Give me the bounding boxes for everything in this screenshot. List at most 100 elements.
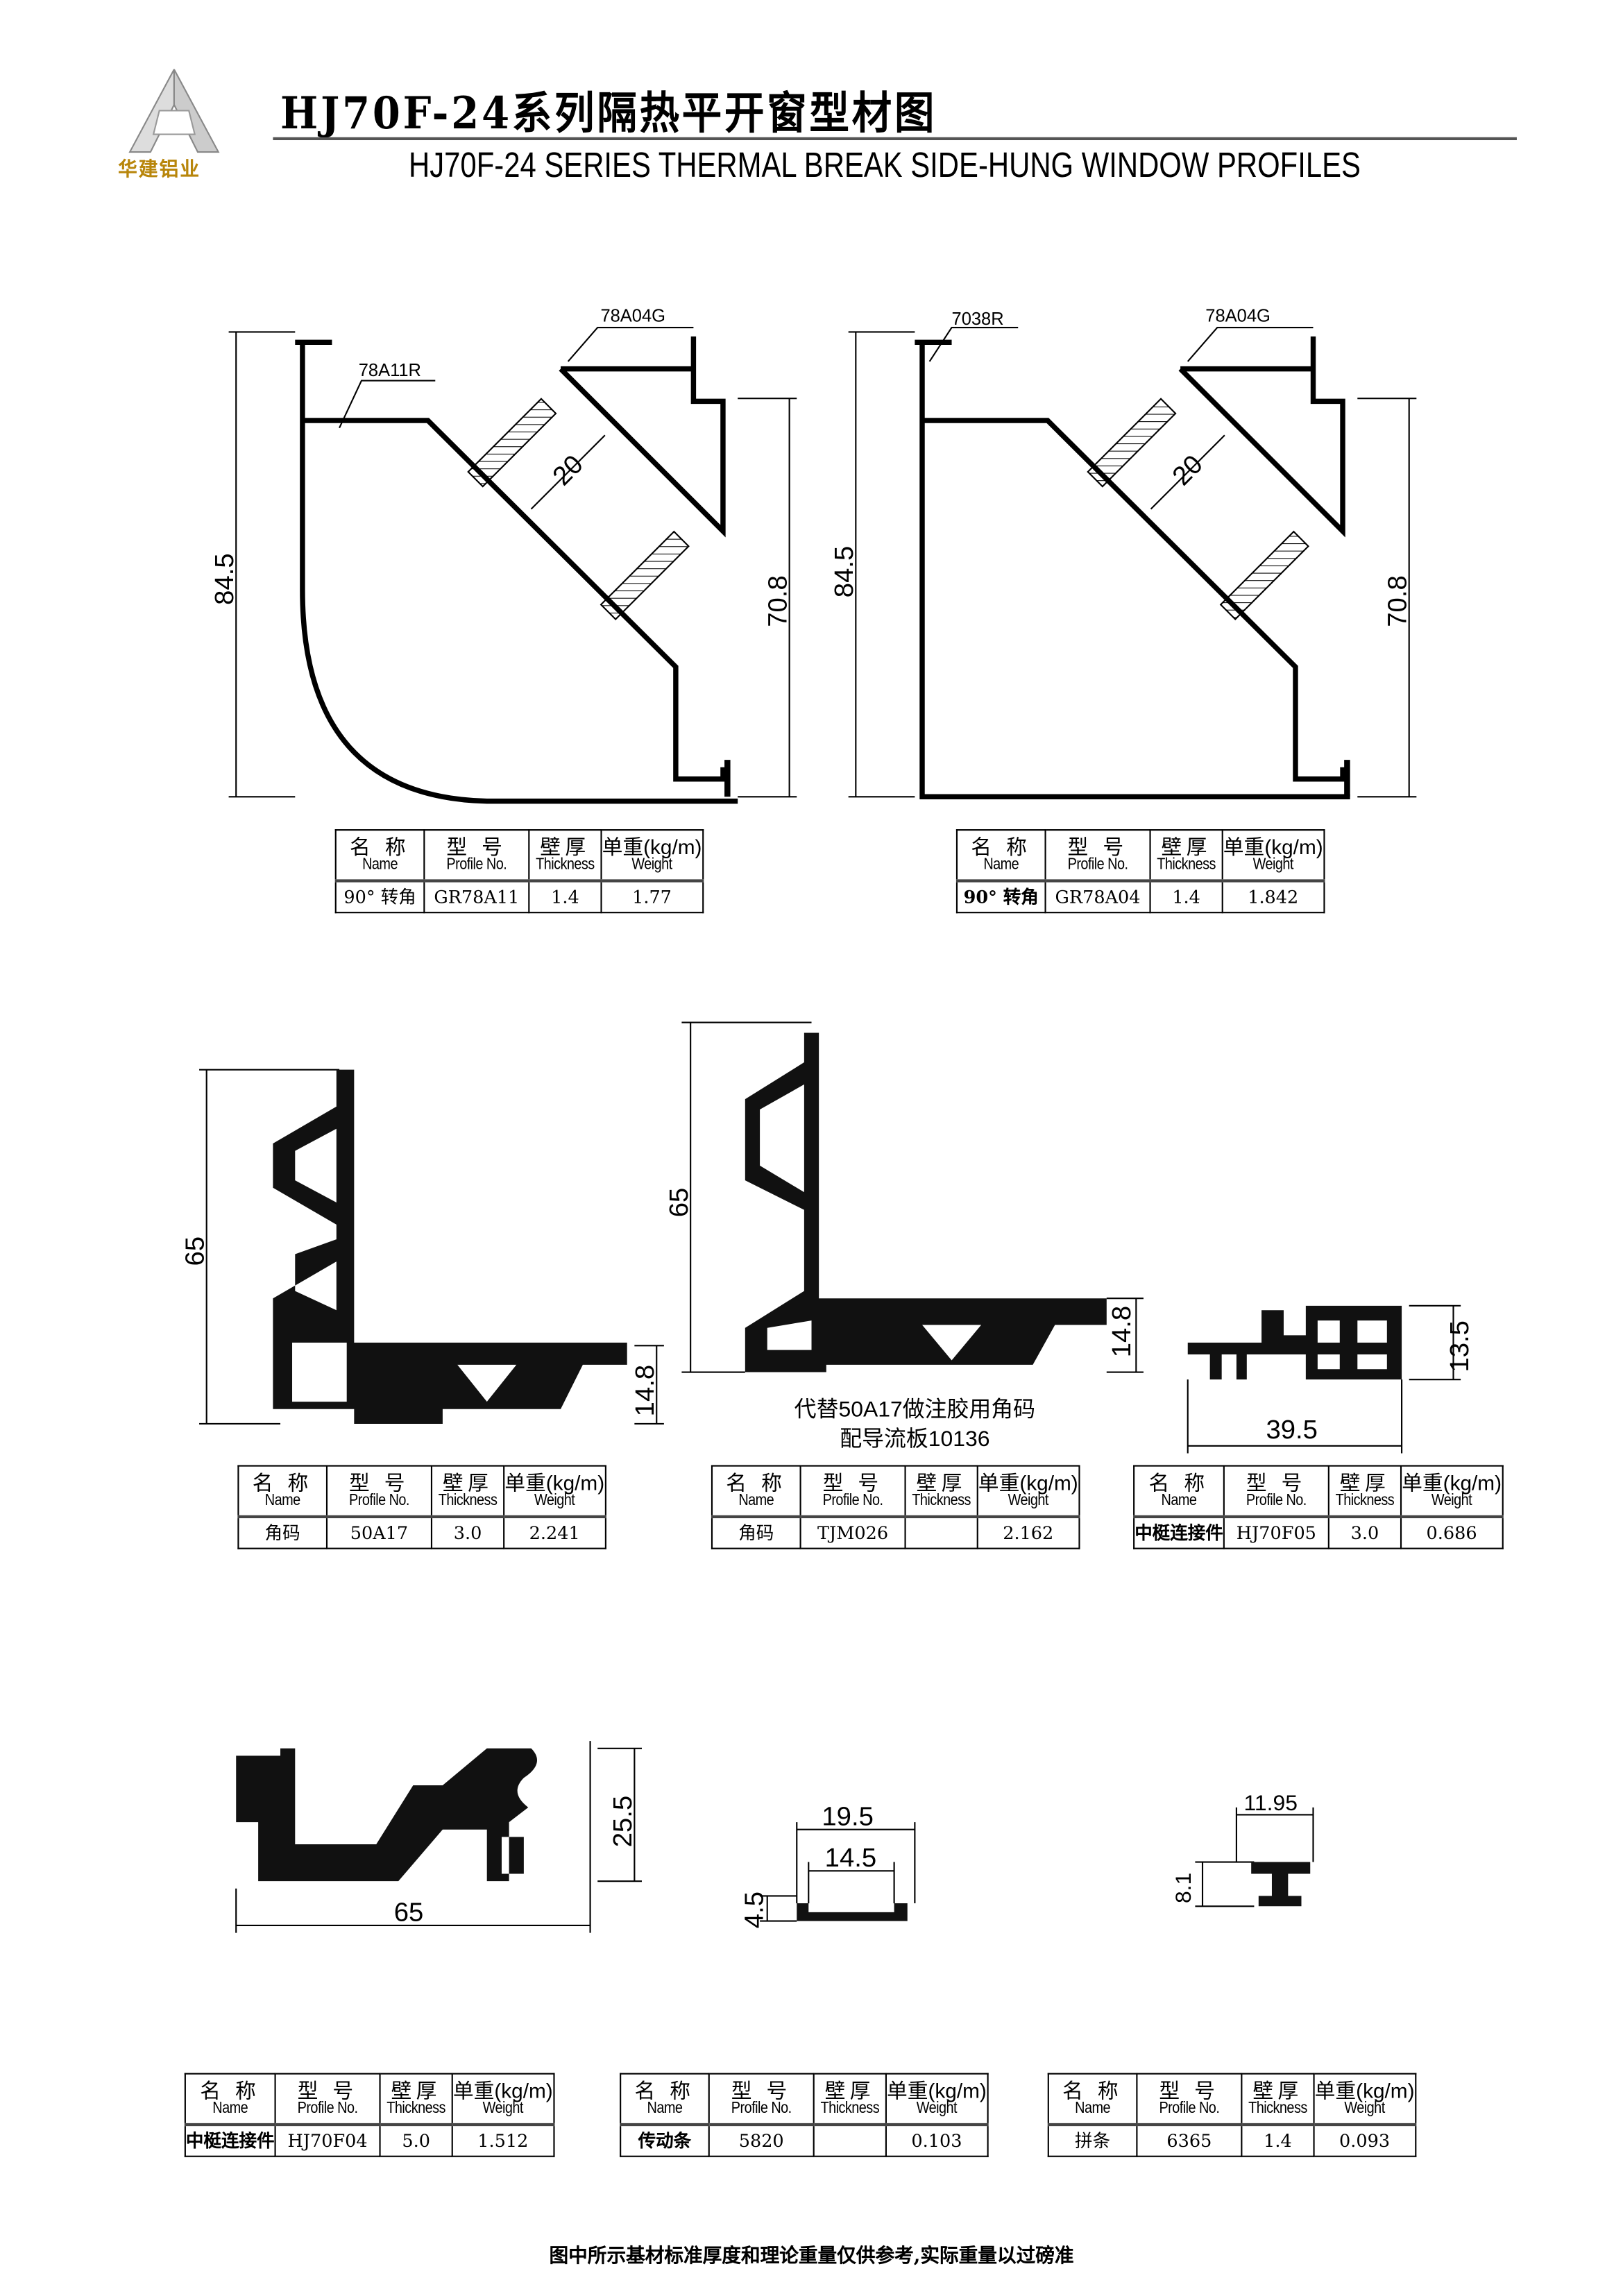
dim-label: 19.5 <box>822 1801 873 1831</box>
profile-50a17-drawing <box>273 1069 627 1424</box>
cell-weight: 2.241 <box>503 1515 606 1549</box>
cell-name: 90° 转角 <box>334 880 425 914</box>
profile-6365-drawing <box>1251 1862 1311 1907</box>
dim-label: 25.5 <box>608 1796 638 1847</box>
header-weight: 单重(kg/m)Weight <box>976 1465 1080 1519</box>
dim-label: 11.95 <box>1244 1790 1298 1815</box>
profile-hj70f05-drawing <box>1187 1305 1402 1380</box>
dim-label: 20 <box>1166 450 1209 492</box>
header-weight: 单重(kg/m)Weight <box>1313 2073 1416 2127</box>
cell-weight: 2.162 <box>976 1515 1080 1549</box>
cell-profile-no: 5820 <box>708 2123 815 2157</box>
page-title-en: HJ70F-24 SERIES THERMAL BREAK SIDE-HUNG … <box>409 146 1361 186</box>
dim-label: 13.5 <box>1445 1320 1475 1372</box>
cell-thickness: 1.4 <box>1149 880 1223 914</box>
footer-note: 图中所示基材标准厚度和理论重量仅供参考,实际重量以过磅准 <box>549 2245 1074 2268</box>
cell-thickness: 1.4 <box>528 880 602 914</box>
header-weight: 单重(kg/m)Weight <box>885 2073 988 2127</box>
dim-label: 84.5 <box>210 553 239 604</box>
cell-weight: 0.103 <box>885 2123 988 2157</box>
header-weight: 单重(kg/m)Weight <box>451 2073 554 2127</box>
company-logo-icon <box>128 69 220 153</box>
tjm026-note: 代替50A17做注胶用角码 配导流板10136 <box>738 1396 1091 1455</box>
cell-weight: 1.77 <box>600 880 704 914</box>
cell-profile-no: TJM026 <box>799 1515 906 1549</box>
dim-label: 14.8 <box>630 1365 660 1416</box>
cell-name: 拼条 <box>1047 2123 1138 2157</box>
cell-thickness: 5.0 <box>379 2123 453 2157</box>
dim-label: 70.8 <box>1382 575 1412 627</box>
cell-name: 中梃连接件 <box>1133 1515 1225 1549</box>
profile-hj70f04-drawing <box>236 1748 538 1882</box>
cell-name: 角码 <box>711 1515 801 1549</box>
cell-profile-no: GR78A04 <box>1044 880 1151 914</box>
header-weight: 单重(kg/m)Weight <box>1400 1465 1504 1519</box>
cell-name: 角码 <box>237 1515 328 1549</box>
title-divider <box>273 137 1517 141</box>
profile-tjm026-drawing <box>745 1032 1107 1372</box>
cell-profile-no: 50A17 <box>325 1515 433 1549</box>
dim-label: 8.1 <box>1171 1873 1196 1903</box>
dim-label: 20 <box>547 450 589 492</box>
cell-thickness: 3.0 <box>430 1515 505 1549</box>
dimension-lines <box>199 1021 1461 1933</box>
cell-profile-no: GR78A11 <box>423 880 530 914</box>
note-line: 代替50A17做注胶用角码 <box>794 1397 1036 1422</box>
dim-label: 65 <box>664 1188 694 1218</box>
dim-label: 65 <box>180 1236 210 1266</box>
dim-label: 4.5 <box>739 1891 769 1928</box>
profile-5820-drawing <box>797 1903 908 1921</box>
cell-thickness: 1.4 <box>1241 2123 1315 2157</box>
cell-profile-no: HJ70F05 <box>1223 1515 1329 1549</box>
cell-thickness <box>813 2123 887 2157</box>
logo-text: 华建铝业 <box>118 158 201 180</box>
callout-label: 78A11R <box>359 361 421 380</box>
cell-weight: 1.512 <box>451 2123 554 2157</box>
cell-thickness: 3.0 <box>1327 1515 1402 1549</box>
header-weight: 单重(kg/m)Weight <box>600 829 704 883</box>
dim-label: 84.5 <box>829 546 859 597</box>
dim-label: 14.8 <box>1107 1306 1137 1357</box>
header-weight: 单重(kg/m)Weight <box>503 1465 606 1519</box>
page-title-cn: HJ70F-24系列隔热平开窗型材图 <box>280 88 937 141</box>
cell-name: 90° 转角 <box>955 880 1046 914</box>
cell-weight: 0.093 <box>1313 2123 1416 2157</box>
dim-label: 70.8 <box>763 575 792 627</box>
callout-label: 7038R <box>952 309 1004 329</box>
profile-gr78a04-drawing <box>848 326 1417 799</box>
cell-weight: 0.686 <box>1400 1515 1504 1549</box>
header-weight: 单重(kg/m)Weight <box>1221 829 1325 883</box>
cell-name: 中梃连接件 <box>184 2123 276 2157</box>
callout-label: 78A04G <box>600 307 665 326</box>
cell-thickness <box>904 1515 978 1549</box>
callout-label: 78A04G <box>1205 307 1271 326</box>
profile-gr78a11-drawing <box>228 326 797 804</box>
dim-label: 65 <box>394 1898 424 1928</box>
